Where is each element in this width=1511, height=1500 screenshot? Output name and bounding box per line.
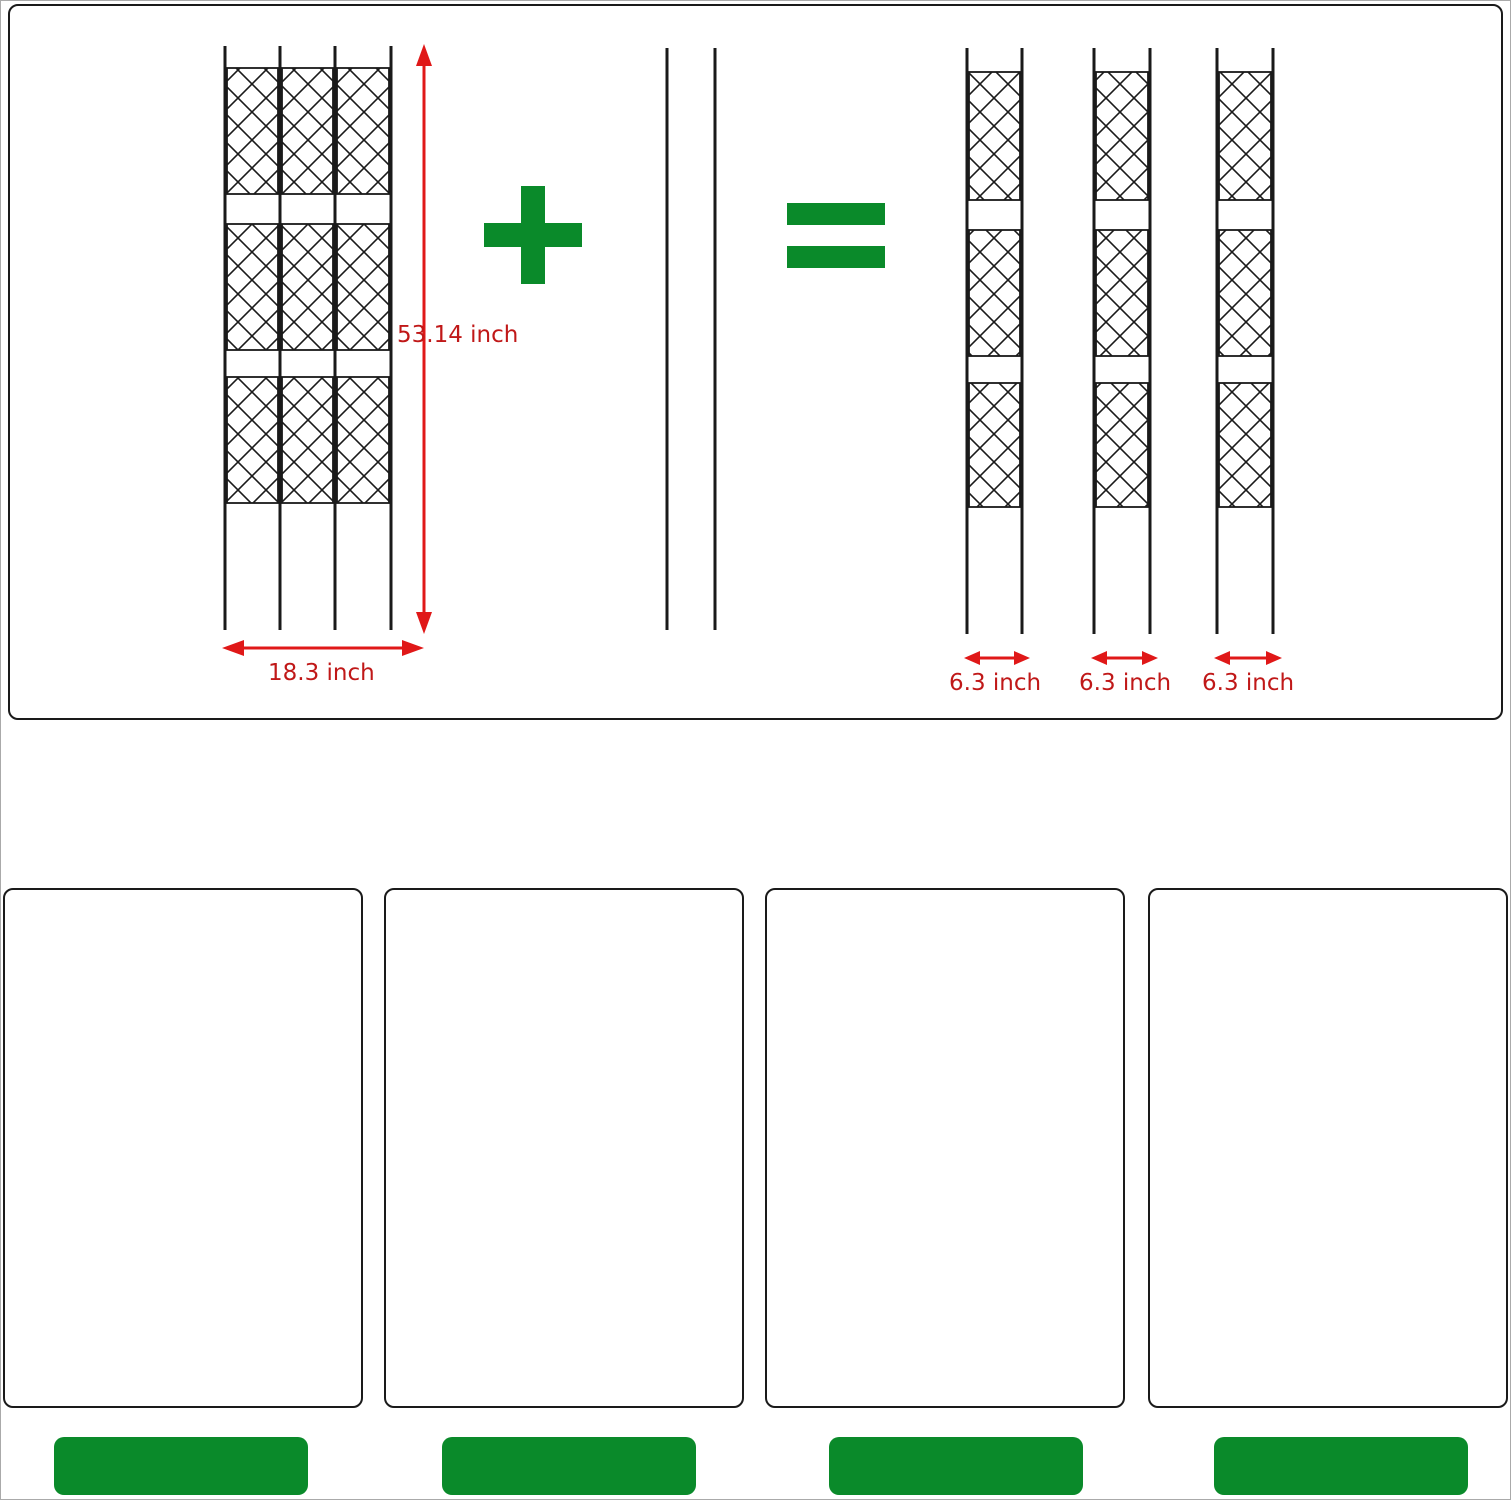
equals-icon [787, 203, 885, 268]
extra-stakes-icon [665, 48, 717, 630]
separated-trellis-icon [965, 48, 1275, 634]
step-panel-1 [3, 888, 363, 1408]
plus-icon [484, 186, 582, 284]
step-4-label-bar [1214, 1437, 1468, 1495]
step-1-label-bar [54, 1437, 308, 1495]
step-panel-2 [384, 888, 744, 1408]
section-width-label-1: 6.3 inch [949, 670, 1042, 696]
width-label: 18.3 inch [268, 660, 375, 686]
height-dimension-arrow [416, 44, 432, 634]
full-trellis-icon [223, 46, 393, 630]
section-width-label-2: 6.3 inch [1079, 670, 1172, 696]
step-panel-4 [1148, 888, 1508, 1408]
section-width-label-3: 6.3 inch [1202, 670, 1295, 696]
section-width-arrows [964, 651, 1282, 665]
step-panel-3 [765, 888, 1125, 1408]
height-label: 53.14 inch [397, 322, 519, 348]
step-2-label-bar [442, 1437, 696, 1495]
width-dimension-arrow [222, 640, 424, 656]
step-3-label-bar [829, 1437, 1083, 1495]
